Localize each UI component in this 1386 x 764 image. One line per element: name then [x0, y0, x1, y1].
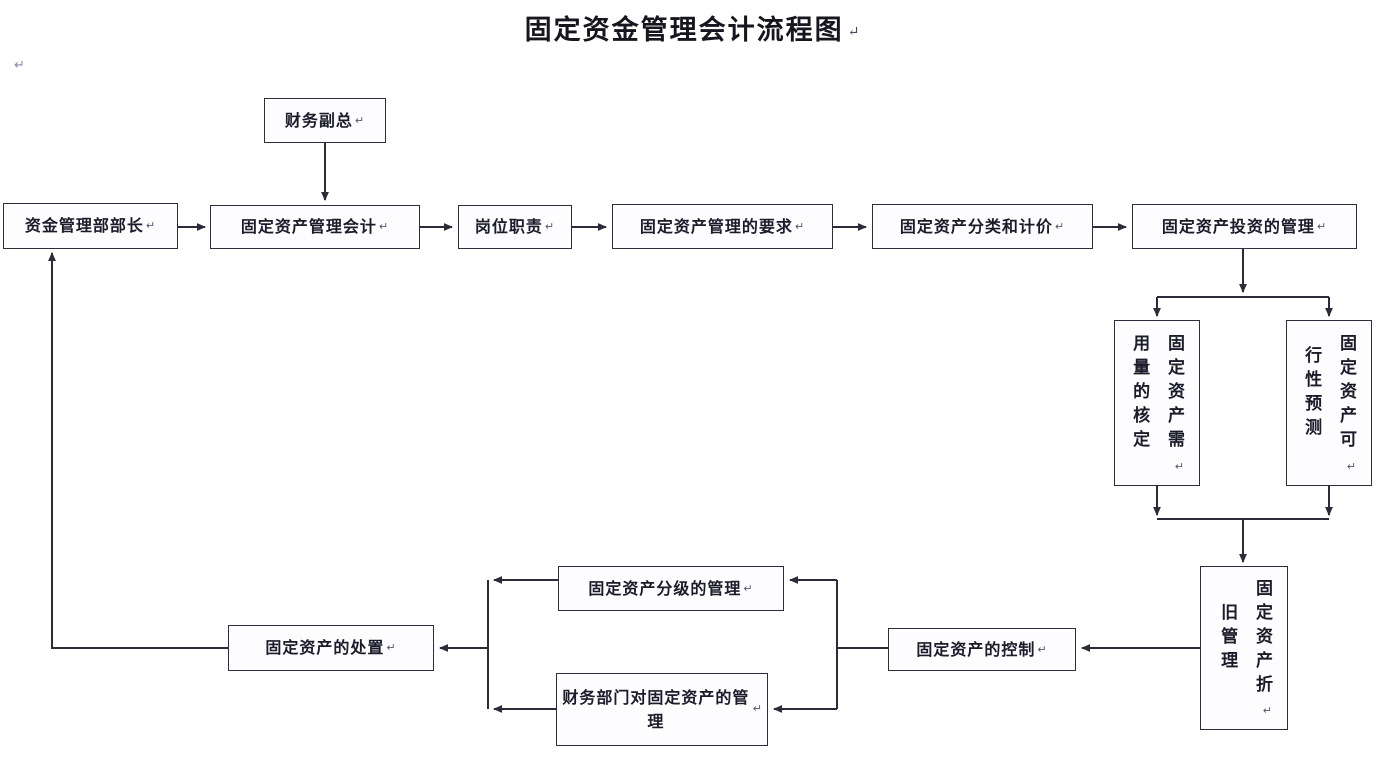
- node-fa-accountant-label: 固定资产管理会计: [240, 217, 377, 236]
- node-fa-accountant-mark: ↵: [378, 220, 390, 234]
- node-fa-feasibility-mark: ↵: [1346, 460, 1363, 474]
- node-fa-demand-mark: ↵: [1174, 460, 1191, 474]
- pilcrow-mark: ↵: [847, 23, 862, 40]
- node-fa-requirement-mark: ↵: [794, 219, 806, 233]
- node-fa-grading-label: 固定资产分级的管理: [588, 578, 742, 598]
- page-title: 固定资金管理会计流程图↵: [0, 8, 1386, 47]
- node-fa-disposal-mark: ↵: [386, 641, 397, 655]
- stray-paragraph-mark: ↵: [14, 58, 25, 73]
- node-job-duty[interactable]: 岗位职责↵: [458, 205, 572, 249]
- node-fa-disposal[interactable]: 固定资产的处置↵: [228, 625, 434, 671]
- node-fa-accountant[interactable]: 固定资产管理会计↵: [210, 205, 420, 249]
- node-cfo-label: 财务副总: [284, 110, 353, 130]
- node-fund-director[interactable]: 资金管理部部长↵: [3, 203, 178, 249]
- node-fa-demand-label: 固定资产需用量的核定: [1129, 333, 1184, 454]
- node-fa-investment[interactable]: 固定资产投资的管理↵: [1132, 204, 1357, 249]
- node-fa-disposal-label: 固定资产的处置: [265, 638, 385, 657]
- node-fa-requirement[interactable]: 固定资产管理的要求↵: [612, 204, 833, 249]
- node-fa-classify-mark: ↵: [1054, 219, 1066, 233]
- node-fa-control-label: 固定资产的控制: [916, 639, 1036, 659]
- node-fa-feasibility[interactable]: 固定资产可行性预测 ↵: [1286, 320, 1372, 486]
- node-cfo[interactable]: 财务副总↵: [264, 98, 386, 143]
- node-job-duty-label: 岗位职责: [474, 217, 543, 236]
- node-fa-investment-mark: ↵: [1316, 219, 1328, 233]
- node-fa-classify[interactable]: 固定资产分类和计价↵: [872, 204, 1093, 249]
- edge-disposal-return: [48, 252, 228, 649]
- node-fa-depreciation[interactable]: 固定资产折旧管理 ↵: [1200, 566, 1288, 730]
- node-fa-finance-dept-mark: ↵: [752, 702, 763, 716]
- node-fa-finance-dept[interactable]: 财务部门对固定资产的管理↵: [556, 673, 768, 746]
- node-fa-grading-mark: ↵: [743, 581, 754, 595]
- node-fa-demand[interactable]: 固定资产需用量的核定 ↵: [1114, 320, 1200, 486]
- node-fa-classify-label: 固定资产分类和计价: [899, 216, 1053, 236]
- node-fa-grading[interactable]: 固定资产分级的管理↵: [558, 566, 784, 611]
- node-cfo-mark: ↵: [354, 113, 366, 127]
- node-fa-depreciation-label: 固定资产折旧管理: [1217, 578, 1272, 699]
- node-fa-control-mark: ↵: [1037, 642, 1048, 656]
- node-fa-requirement-label: 固定资产管理的要求: [639, 216, 793, 236]
- node-fa-feasibility-label: 固定资产可行性预测: [1301, 333, 1356, 454]
- node-fund-director-label: 资金管理部部长: [24, 216, 144, 235]
- page-title-text: 固定资金管理会计流程图: [524, 15, 844, 46]
- node-fa-depreciation-mark: ↵: [1262, 704, 1279, 718]
- node-fa-finance-dept-label: 财务部门对固定资产的管理: [562, 687, 750, 731]
- node-job-duty-mark: ↵: [544, 220, 556, 234]
- node-fund-director-mark: ↵: [145, 219, 157, 233]
- node-fa-investment-label: 固定资产投资的管理: [1161, 216, 1315, 236]
- node-fa-control[interactable]: 固定资产的控制↵: [888, 628, 1076, 671]
